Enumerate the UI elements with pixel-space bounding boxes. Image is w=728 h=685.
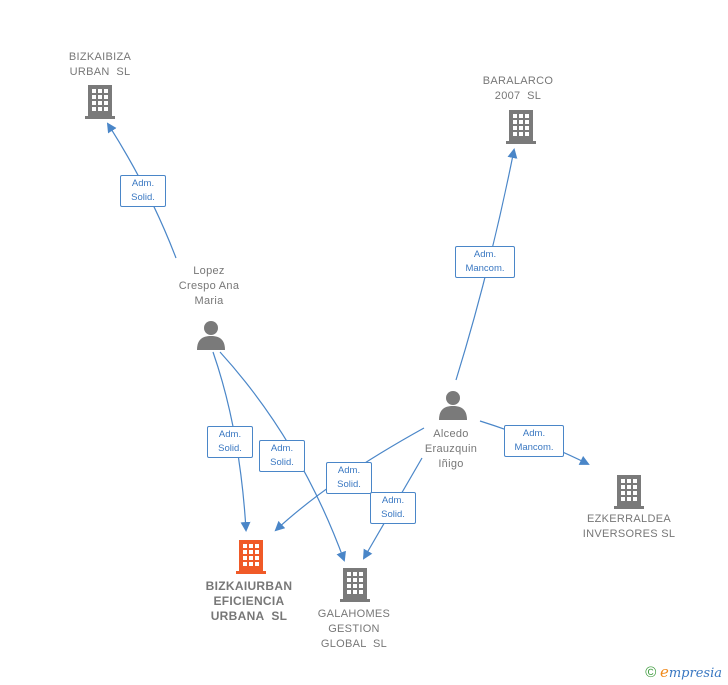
edge-label-alcedo-bizkaiurban: Adm. Solid. <box>326 462 372 494</box>
node-label-baralarco[interactable]: BARALARCO 2007 SL <box>482 75 554 102</box>
brand-name: mpresia <box>668 666 722 681</box>
icons <box>85 85 644 602</box>
building-icon[interactable] <box>85 85 115 119</box>
edge-label-alcedo-ezkerraldea: Adm. Mancom. <box>504 425 564 457</box>
edges <box>106 122 590 562</box>
empresia-logo: © empresia <box>645 663 722 681</box>
node-label-bizkaibiza[interactable]: BIZKAIBIZA URBAN SL <box>68 51 132 78</box>
building-icon[interactable] <box>506 110 536 144</box>
person-icon[interactable] <box>439 391 467 420</box>
edge-label-alcedo-baralarco: Adm. Mancom. <box>455 246 515 278</box>
building-icon[interactable] <box>614 475 644 509</box>
building-icon[interactable] <box>340 568 370 602</box>
brand-initial: e <box>659 663 669 681</box>
edge-label-lopez-bizkaibiza: Adm. Solid. <box>120 175 166 207</box>
node-label-ezkerraldea[interactable]: EZKERRALDEA INVERSORES SL <box>582 513 676 540</box>
node-label-alcedo[interactable]: Alcedo Erauzquin Iñigo <box>424 428 478 470</box>
copyright-icon: © <box>645 664 657 681</box>
node-label-lopez[interactable]: Lopez Crespo Ana Maria <box>178 265 240 307</box>
node-label-galahomes[interactable]: GALAHOMES GESTION GLOBAL SL <box>317 608 391 650</box>
node-label-bizkaiurban[interactable]: BIZKAIURBAN EFICIENCIA URBANA SL <box>205 579 293 623</box>
edge-label-lopez-bizkaiurban: Adm. Solid. <box>207 426 253 458</box>
building-icon[interactable] <box>236 540 266 574</box>
person-icon[interactable] <box>197 321 225 350</box>
edge-label-lopez-galahomes: Adm. Solid. <box>259 440 305 472</box>
edge-label-alcedo-galahomes: Adm. Solid. <box>370 492 416 524</box>
